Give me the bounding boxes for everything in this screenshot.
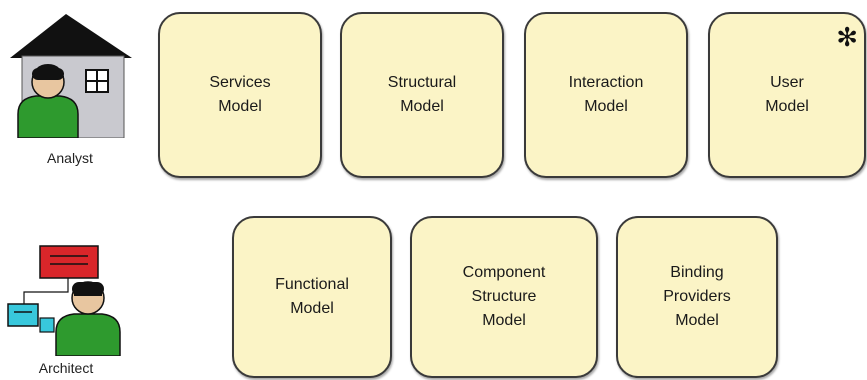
structural-model-box: Structural Model bbox=[340, 12, 504, 178]
interaction-model-label: Interaction Model bbox=[568, 74, 644, 115]
analyst-label: Analyst bbox=[47, 150, 93, 166]
architect-label: Architect bbox=[38, 360, 94, 376]
interaction-model-box: Interaction Model bbox=[524, 12, 688, 178]
structural-model-label: Structural Model bbox=[387, 74, 457, 115]
services-model-box: Services Model bbox=[158, 12, 322, 178]
services-model-label: Services Model bbox=[209, 74, 271, 115]
analyst-icon bbox=[8, 10, 134, 139]
component-structure-model-box: Component Structure Model bbox=[410, 216, 598, 378]
component-structure-model-label: Component Structure Model bbox=[462, 264, 546, 329]
user-model-box: User Model ✻ bbox=[708, 12, 866, 178]
binding-providers-model-label: Binding Providers Model bbox=[663, 264, 731, 329]
architect-icon bbox=[4, 238, 134, 357]
asterisk-marker: ✻ bbox=[836, 22, 858, 52]
binding-providers-model-box: Binding Providers Model bbox=[616, 216, 778, 378]
user-model-label: User Model bbox=[765, 74, 809, 115]
functional-model-label: Functional Model bbox=[275, 276, 349, 317]
functional-model-box: Functional Model bbox=[232, 216, 392, 378]
